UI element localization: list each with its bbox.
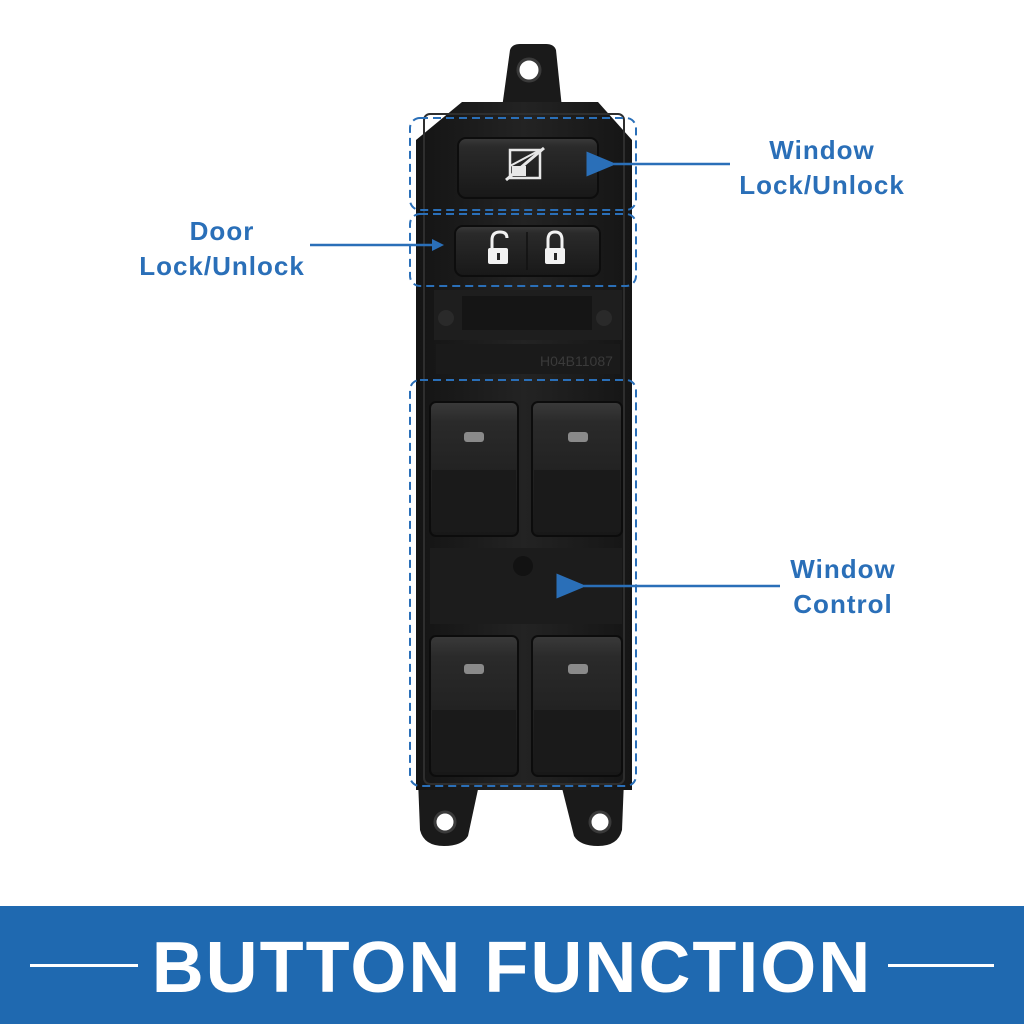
panel-marking: H04B11087 [540,353,613,369]
callout-line: Lock/Unlock [739,170,905,200]
lock-padlock-icon [545,230,565,264]
callout-line: Control [793,589,893,619]
top-mounting-tab [502,44,562,108]
banner-rule-left [30,964,138,967]
window-control-callout: Window Control [748,552,938,622]
banner-rule-right [888,964,994,967]
window-switch-rear-left[interactable] [429,635,519,777]
window-lock-button[interactable] [457,137,599,199]
window-lock-callout: Window Lock/Unlock [722,133,922,203]
unlock-padlock-icon [488,230,509,264]
window-switch-front-left[interactable] [429,401,519,537]
window-lock-highlight [409,117,637,211]
callout-line: Door [189,216,255,246]
bottom-mounting-tab-left [418,780,480,846]
door-lock-rocker[interactable] [454,225,601,277]
window-lock-icon [505,146,545,182]
callout-line: Window [769,135,875,165]
callout-line: Lock/Unlock [139,251,305,281]
window-switch-front-right[interactable] [531,401,623,537]
switch-illustration: H04B11087 [310,44,780,846]
banner-title: BUTTON FUNCTION [151,928,873,1008]
callout-line: Window [790,554,896,584]
mid-panel: H04B11087 [434,290,622,374]
door-lock-highlight [409,213,637,287]
window-switch-rear-right[interactable] [531,635,623,777]
title-banner: BUTTON FUNCTION [0,906,1024,1024]
door-lock-callout: Door Lock/Unlock [122,214,322,284]
bottom-mounting-tab-right [560,780,624,846]
